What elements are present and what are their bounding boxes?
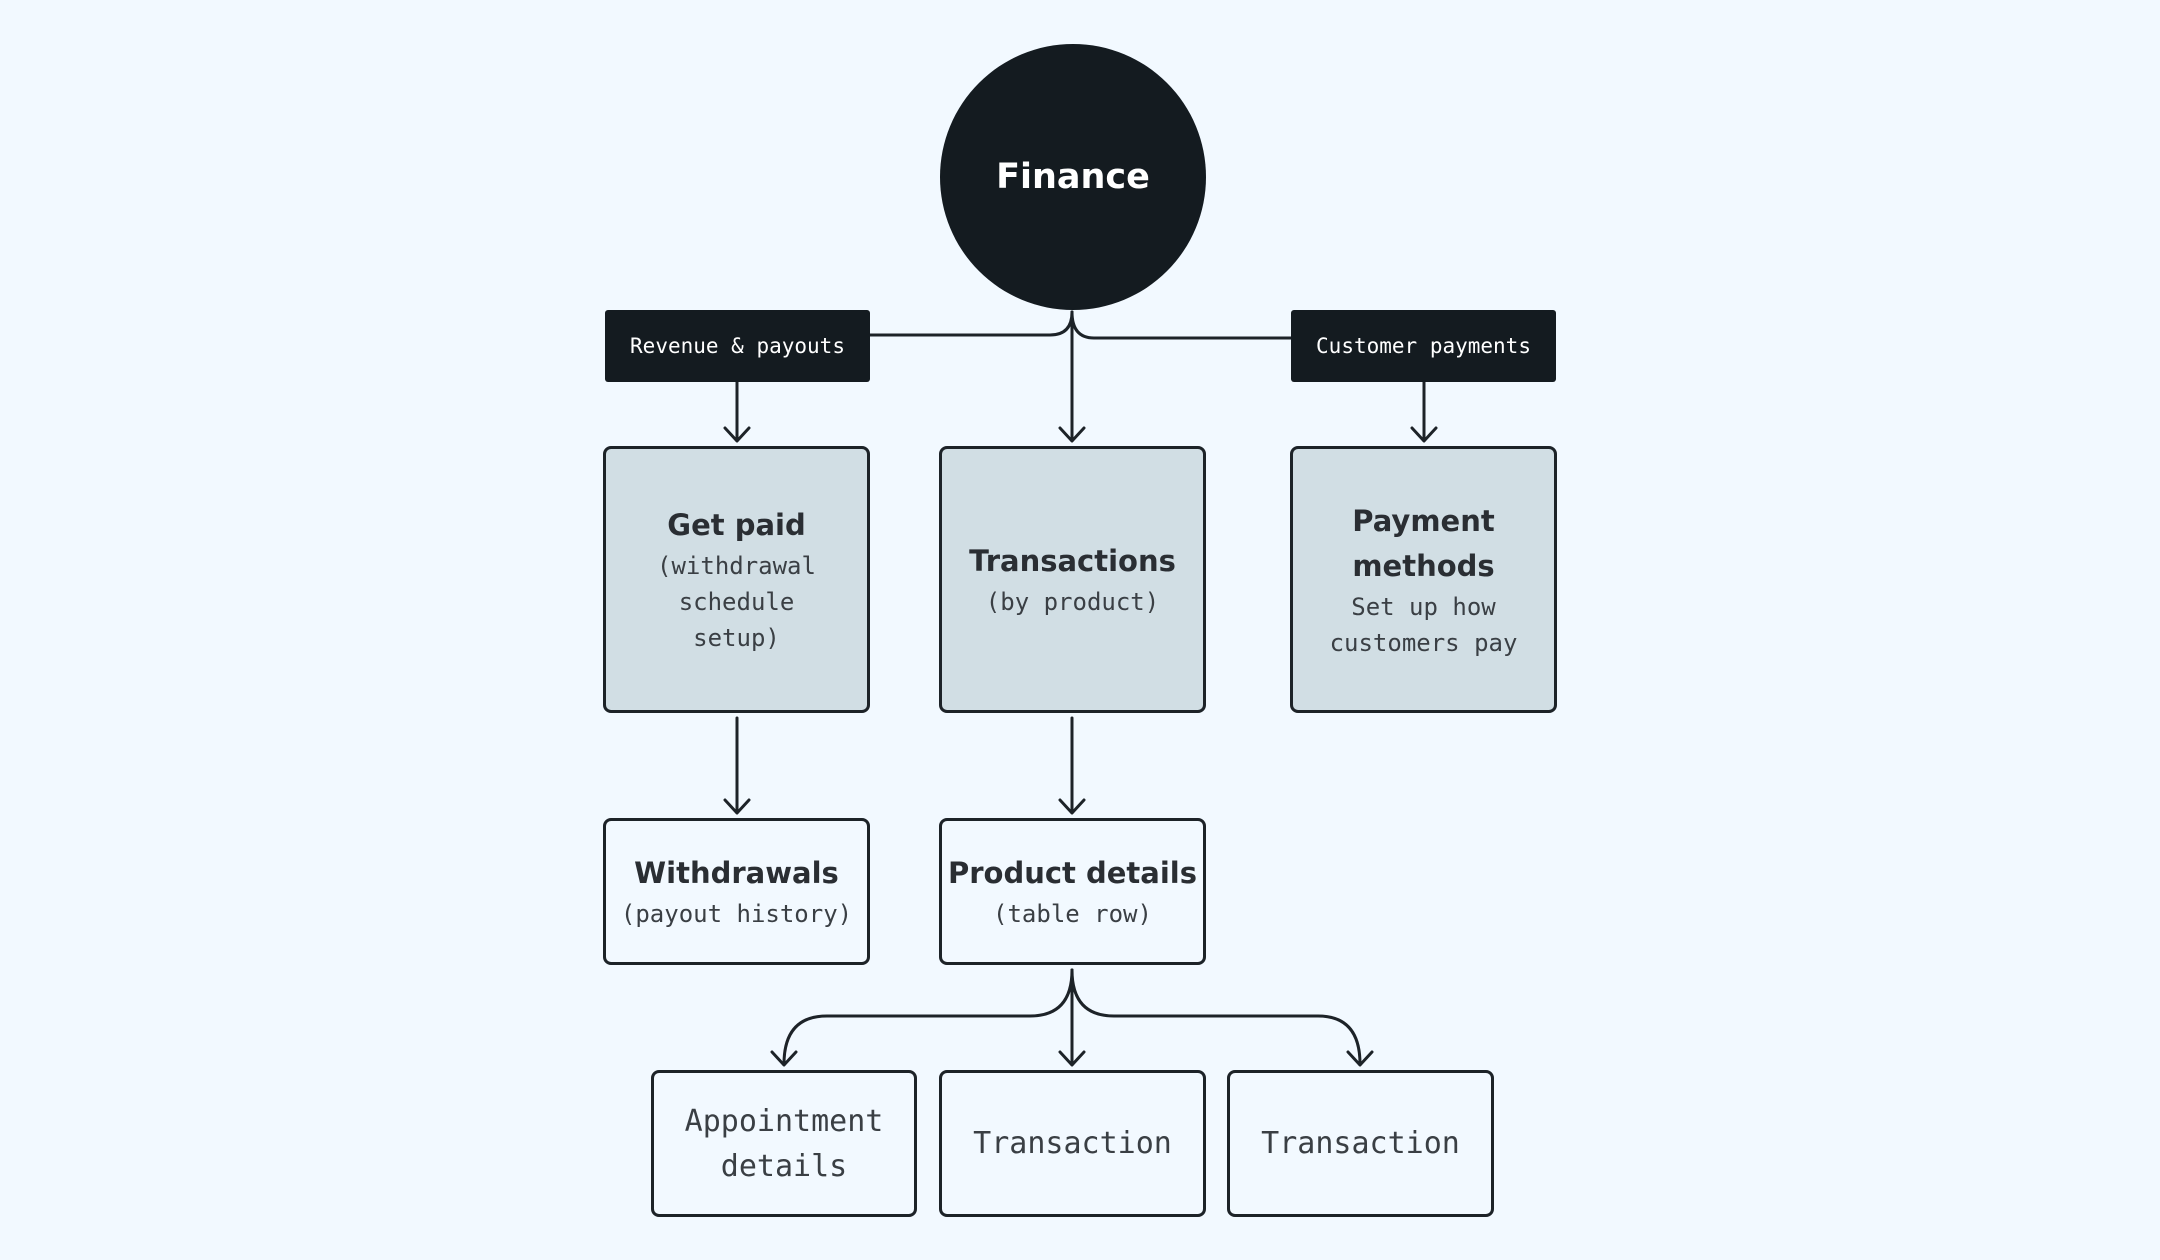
transactions-title: Transactions bbox=[969, 544, 1176, 578]
finance-label: Finance bbox=[996, 157, 1150, 197]
product-details-node: Product details (table row) bbox=[939, 818, 1206, 965]
connector-root-customer bbox=[1070, 310, 1293, 340]
transaction-node-2: Transaction bbox=[1227, 1070, 1494, 1217]
product-details-subtitle: (table row) bbox=[993, 900, 1152, 928]
transactions-node: Transactions (by product) bbox=[939, 446, 1206, 713]
transaction-label-1: Transaction bbox=[973, 1126, 1172, 1161]
finance-root-node: Finance bbox=[940, 44, 1206, 310]
arrowhead-withdrawals bbox=[723, 798, 751, 815]
arrowhead-transaction2 bbox=[1346, 1050, 1374, 1067]
withdrawals-subtitle: (payout history) bbox=[620, 900, 853, 928]
arrowhead-appointment bbox=[770, 1050, 798, 1067]
withdrawals-title: Withdrawals bbox=[634, 856, 839, 890]
arrowhead-transactions bbox=[1058, 426, 1086, 443]
connector-product-appointment bbox=[782, 968, 1074, 1066]
customer-payments-tag: Customer payments bbox=[1291, 310, 1556, 382]
get-paid-subtitle: (withdrawal schedule setup) bbox=[657, 552, 816, 652]
payment-methods-subtitle: Set up how customers pay bbox=[1329, 592, 1518, 657]
revenue-payouts-label: Revenue & payouts bbox=[630, 334, 845, 358]
revenue-payouts-tag: Revenue & payouts bbox=[605, 310, 870, 382]
arrowhead-getpaid bbox=[723, 426, 751, 443]
appointment-details-label: Appointment details bbox=[684, 1103, 884, 1184]
customer-payments-label: Customer payments bbox=[1316, 334, 1531, 358]
connector-root-revenue bbox=[866, 310, 1074, 337]
product-details-title: Product details bbox=[947, 856, 1198, 890]
arrowhead-product bbox=[1058, 798, 1086, 815]
payment-methods-title: Payment methods bbox=[1352, 503, 1495, 583]
get-paid-node: Get paid (withdrawal schedule setup) bbox=[603, 446, 870, 713]
payment-methods-node: Payment methods Set up how customers pay bbox=[1290, 446, 1557, 713]
transaction-node-1: Transaction bbox=[939, 1070, 1206, 1217]
arrowhead-transaction1 bbox=[1058, 1050, 1086, 1067]
withdrawals-node: Withdrawals (payout history) bbox=[603, 818, 870, 965]
get-paid-title: Get paid bbox=[667, 508, 806, 542]
arrowhead-payment bbox=[1410, 426, 1438, 443]
transaction-label-2: Transaction bbox=[1261, 1126, 1460, 1161]
transactions-subtitle: (by product) bbox=[985, 588, 1160, 616]
connector-product-transaction2 bbox=[1070, 968, 1362, 1066]
appointment-details-node: Appointment details bbox=[651, 1070, 917, 1217]
